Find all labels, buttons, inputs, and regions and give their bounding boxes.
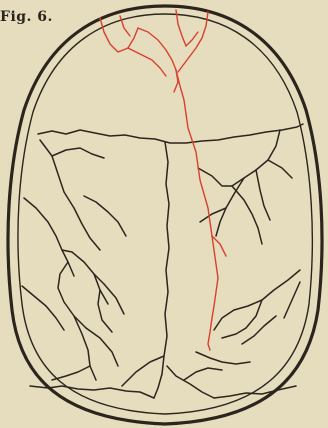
fracture-lines [22, 124, 303, 398]
skull-outline [8, 6, 322, 424]
red-blood-vessels [100, 10, 226, 350]
